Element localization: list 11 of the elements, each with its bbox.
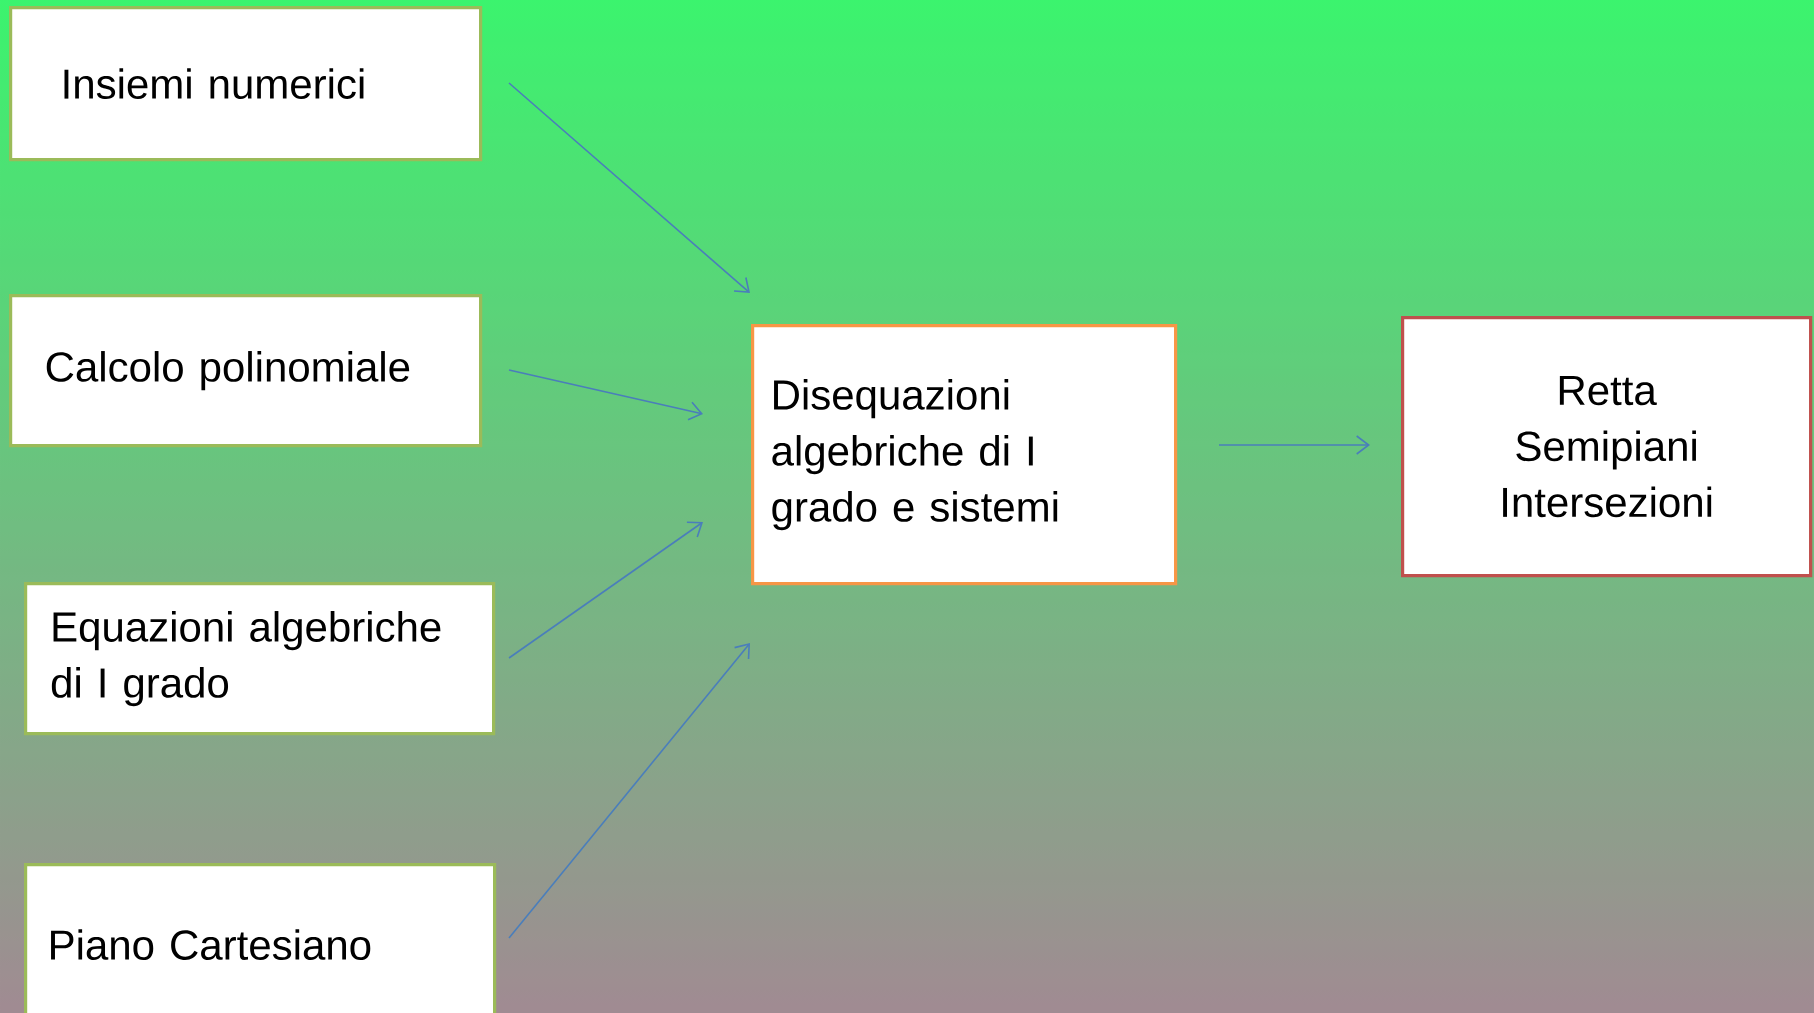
concept-box: Equazioni algebriche di I grado	[24, 582, 496, 736]
concept-box: Calcolo polinomiale	[9, 294, 483, 448]
arrow	[508, 643, 750, 939]
arrow	[508, 82, 750, 293]
arrow	[508, 521, 703, 659]
arrow	[1218, 435, 1370, 455]
arrow	[508, 369, 703, 421]
concept-box: Disequazioni algebriche di I grado e sistemi	[751, 324, 1178, 586]
concept-box: Insiemi numerici	[9, 6, 483, 162]
concept-box: Retta Semipiani Intersezioni	[1401, 316, 1813, 578]
concept-box: Piano Cartesiano	[24, 863, 497, 1013]
